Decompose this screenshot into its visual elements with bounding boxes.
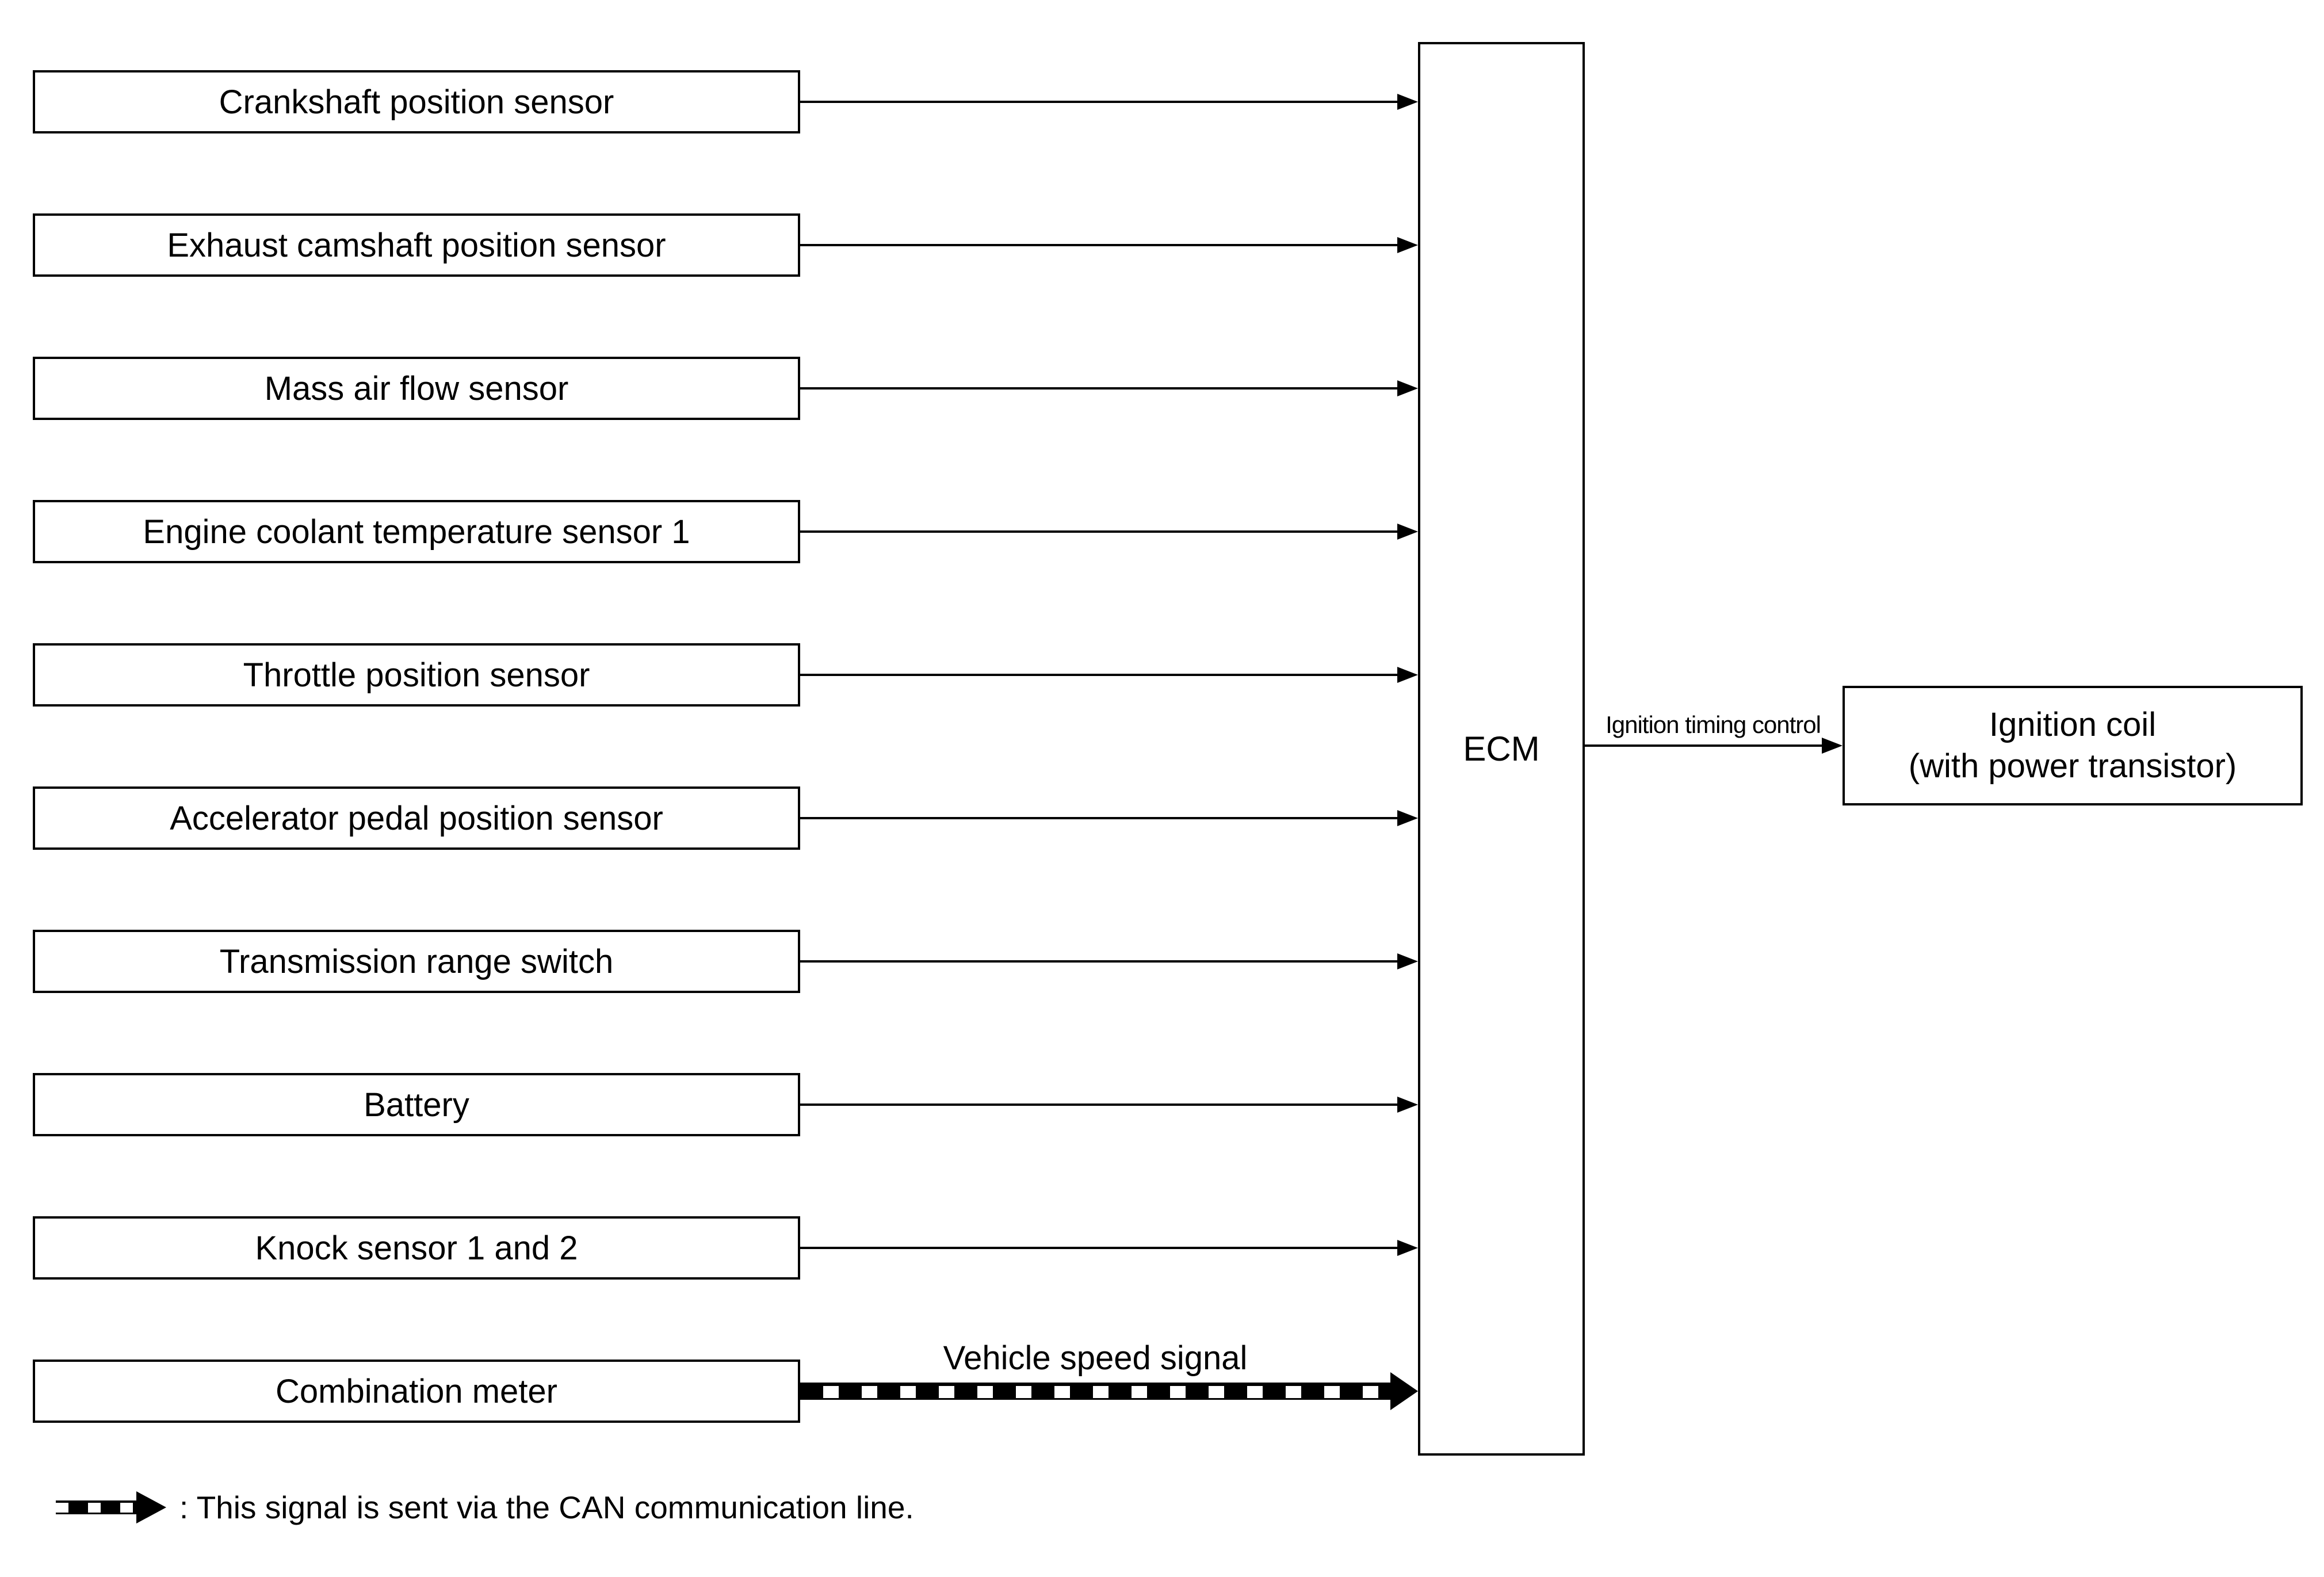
ignition-coil-box: Ignition coil (with power transistor)	[1843, 686, 2303, 805]
ignition-timing-control-label: Ignition timing control	[1606, 711, 1821, 738]
sensor-box: Mass air flow sensor	[33, 357, 800, 420]
sensor-box: Battery	[33, 1073, 800, 1136]
ecm-label: ECM	[1463, 730, 1540, 768]
connector-line	[800, 1103, 1397, 1106]
arrowhead-icon	[1397, 524, 1418, 540]
vehicle-speed-signal-label: Vehicle speed signal	[943, 1339, 1248, 1377]
output-arrowhead-icon	[1822, 738, 1843, 754]
connector-line	[800, 960, 1397, 963]
sensor-box: Accelerator pedal position sensor	[33, 786, 800, 850]
connector-line	[800, 530, 1397, 533]
ignition-coil-line1: Ignition coil	[1989, 706, 2157, 743]
arrowhead-icon	[1397, 380, 1418, 396]
sensor-box-label: Combination meter	[276, 1372, 557, 1410]
sensor-box-label: Mass air flow sensor	[264, 369, 569, 407]
sensor-box: Knock sensor 1 and 2	[33, 1216, 800, 1280]
sensor-box-label: Battery	[364, 1086, 469, 1124]
ecm-box: ECM	[1418, 42, 1585, 1456]
sensor-box: Engine coolant temperature sensor 1	[33, 500, 800, 563]
connector-line	[800, 817, 1397, 819]
can-dashed-arrow-shaft	[800, 1383, 1390, 1400]
arrowhead-icon	[1397, 953, 1418, 969]
legend-can-arrow-shaft-icon	[56, 1500, 136, 1514]
sensor-box-label: Engine coolant temperature sensor 1	[143, 513, 690, 551]
connector-line	[800, 244, 1397, 246]
sensor-box-label: Accelerator pedal position sensor	[170, 799, 663, 837]
connector-line	[800, 1247, 1397, 1249]
legend-can-arrowhead-icon	[136, 1491, 166, 1523]
ignition-coil-line2: (with power transistor)	[1908, 747, 2237, 785]
arrowhead-icon	[1397, 1240, 1418, 1256]
arrowhead-icon	[1397, 667, 1418, 683]
can-dashed-arrowhead-icon	[1390, 1372, 1418, 1410]
sensor-box-label: Transmission range switch	[219, 942, 614, 980]
arrowhead-icon	[1397, 810, 1418, 826]
sensor-box-label: Knock sensor 1 and 2	[255, 1229, 578, 1267]
sensor-box: Transmission range switch	[33, 930, 800, 993]
legend-text: : This signal is sent via the CAN commun…	[179, 1490, 914, 1525]
arrowhead-icon	[1397, 94, 1418, 110]
connector-line	[800, 387, 1397, 390]
sensor-box: Throttle position sensor	[33, 643, 800, 707]
sensor-box-label: Throttle position sensor	[243, 656, 590, 694]
output-arrow-line	[1585, 744, 1822, 747]
connector-line	[800, 101, 1397, 103]
sensor-box-label: Exhaust camshaft position sensor	[167, 226, 666, 264]
sensor-box: Crankshaft position sensor	[33, 70, 800, 133]
sensor-box-label: Crankshaft position sensor	[219, 83, 614, 121]
connector-line	[800, 674, 1397, 676]
sensor-box: Combination meter	[33, 1360, 800, 1423]
sensor-box: Exhaust camshaft position sensor	[33, 213, 800, 277]
arrowhead-icon	[1397, 1097, 1418, 1113]
arrowhead-icon	[1397, 237, 1418, 253]
